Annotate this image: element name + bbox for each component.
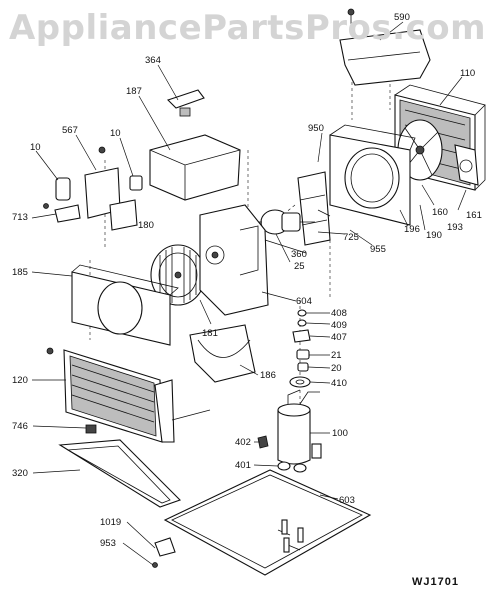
part-185-orifice-panel [71,264,179,346]
part-567-bracket [84,146,138,231]
part-401-grommet [277,461,307,473]
callout-160: 160 [432,207,448,218]
callout-402: 402 [235,437,251,448]
part-746-clip [85,424,97,434]
callout-320: 320 [12,468,28,479]
callout-181: 181 [202,328,218,339]
callout-401: 401 [235,460,251,471]
part-20-sleeve [297,362,309,372]
part-186-scroll [189,324,256,383]
callout-110: 110 [460,68,475,79]
part-953-screw [152,562,158,568]
callout-713: 713 [12,212,28,223]
part-364-bracket [166,89,205,117]
part-120-evaporator [46,347,211,443]
callout-746: 746 [12,421,28,432]
part-10-capacitor [55,175,143,201]
callout-950: 950 [308,123,324,134]
part-100-compressor [277,389,322,465]
part-196-shroud [329,124,416,226]
callout-100: 100 [332,428,348,439]
callout-360: 360 [291,249,307,260]
callout-180: 180 [138,220,154,231]
site-watermark: AppliancePartsPros.com [8,8,486,48]
callout-196: 196 [404,224,420,235]
callout-407: 407 [331,332,347,343]
callout-190: 190 [426,230,442,241]
part-603-base-pan [163,469,372,576]
callout-leader-lines [31,21,467,566]
callout-21: 21 [331,350,342,361]
part-187-control-box [149,134,241,201]
callout-603: 603 [339,495,355,506]
callout-1019: 1019 [100,517,121,528]
part-604-bulkhead [199,204,269,316]
part-1019-latch [154,537,176,557]
callout-409: 409 [331,320,347,331]
part-407-clip [292,329,311,343]
part-725-motor-mount [297,171,331,246]
callout-10-left: 10 [30,142,41,153]
callout-161: 161 [466,210,482,221]
callout-10-right: 10 [110,128,121,139]
part-161-bracket [454,144,479,186]
callout-410: 410 [331,378,347,389]
callout-185: 185 [12,267,28,278]
callout-25: 25 [294,261,305,272]
callout-590: 590 [394,12,410,23]
callout-604: 604 [296,296,312,307]
part-410-mount [289,376,311,388]
callout-955: 955 [370,244,386,255]
part-408-409-washers [297,309,307,327]
callout-193: 193 [447,222,463,233]
callout-567: 567 [62,125,78,136]
part-21-grommet [296,349,310,360]
callout-408: 408 [331,308,347,319]
drawing-code: WJ1701 [412,576,459,588]
part-590-cover-plate [339,8,431,86]
callout-186: 186 [260,370,276,381]
callout-labels: 590 110 364 187 567 10 10 950 713 180 19… [12,12,482,549]
callout-725: 725 [343,232,359,243]
part-713-clamp [43,203,81,223]
callout-120: 120 [12,375,28,386]
callout-187: 187 [126,86,142,97]
part-320-drain-tray [58,439,182,508]
callout-364: 364 [145,55,161,66]
callout-20: 20 [331,363,342,374]
callout-953: 953 [100,538,116,549]
part-402-cover [257,435,269,449]
